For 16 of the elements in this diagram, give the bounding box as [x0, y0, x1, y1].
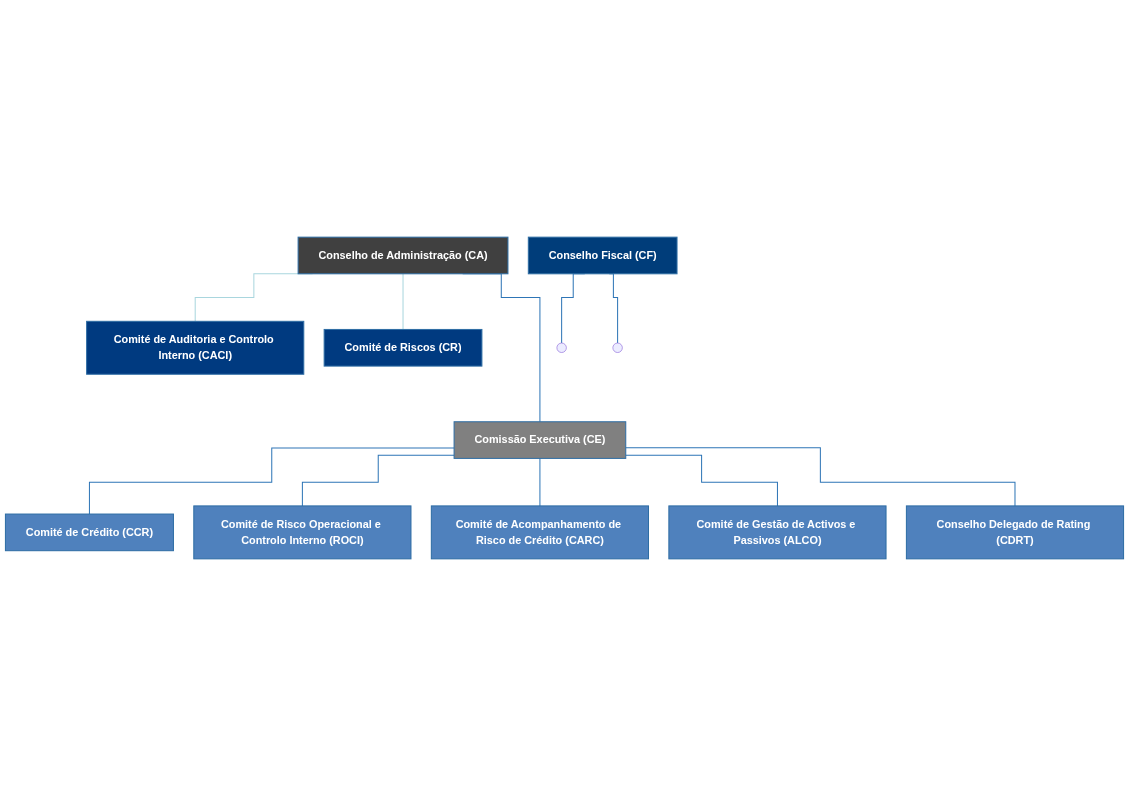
connector	[625, 447, 1016, 507]
node-box: Comité de Auditoria e Controlo Interno (CACI)	[86, 320, 305, 375]
connector	[539, 457, 541, 507]
connector	[402, 273, 404, 330]
node-box: Conselho Fiscal (CF)	[527, 236, 678, 275]
node-box: Comité de Gestão de Activos e Passivos (ALCO)	[668, 505, 887, 560]
node-box: Comité de Acompanhamento de Risco de Crédito (CARC)	[430, 505, 649, 560]
node-box: Conselho Delegado de Rating (CDRT)	[905, 505, 1125, 560]
node-box: Conselho de Administração (CA)	[297, 236, 509, 275]
node-box: Comité de Riscos (CR)	[323, 328, 483, 367]
node-box: Comissão Executiva (CE)	[453, 421, 627, 459]
connector	[88, 447, 455, 515]
node-box: Comité de Crédito (CCR)	[4, 513, 174, 552]
connector	[301, 454, 455, 507]
connector	[625, 454, 778, 507]
node-box: Comité de Risco Operacional e Controlo Interno (ROCI)	[193, 505, 412, 560]
